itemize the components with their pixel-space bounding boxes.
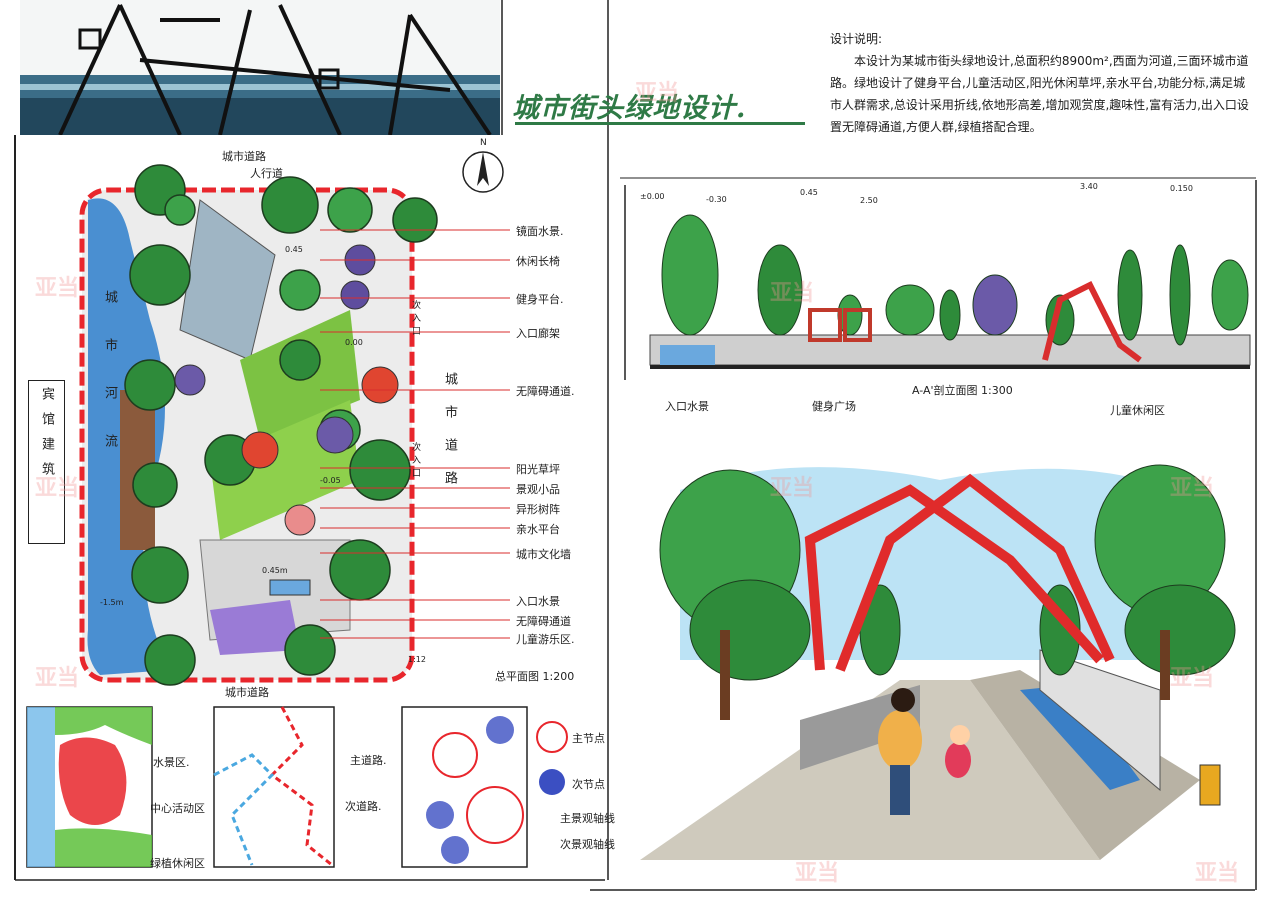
master-plan — [79, 164, 438, 686]
plan-river: 城市河流 — [102, 290, 117, 482]
level-mark: -0.05 — [320, 476, 341, 485]
callout-label: 城市文化墙 — [516, 548, 571, 561]
plan-caption: 总平面图 1:200 — [495, 670, 575, 683]
legend-road-label: 主道路. — [350, 754, 387, 767]
callout-label: 镜面水景. — [516, 225, 564, 238]
callout-label: 无障碍通道 — [516, 615, 571, 628]
section-label: 健身广场 — [812, 400, 856, 413]
callout-label: 亲水平台 — [516, 523, 560, 536]
design-description: 设计说明: 本设计为某城市街头绿地设计,总面积约8900m²,西面为河道,三面环… — [830, 28, 1250, 178]
level-mark: 0.45 — [285, 245, 303, 254]
circulation-analysis — [213, 706, 335, 868]
plan-top-road: 城市道路 — [222, 150, 266, 163]
callout-label: 休闲长椅 — [516, 255, 560, 268]
plan-top-walk: 人行道 — [250, 167, 283, 180]
section-caption: A-A'剖立面图 1:300 — [912, 384, 1013, 397]
north-arrow-icon — [462, 151, 504, 193]
legend-node-label: 主景观轴线 — [560, 812, 615, 825]
level-mark: 0.45m — [262, 566, 288, 575]
callout-label: 景观小品 — [516, 483, 560, 496]
elevation-mark: ±0.00 — [640, 192, 665, 201]
plan-entry-right: 次入口 — [412, 443, 422, 479]
main-node-icon — [536, 721, 568, 753]
level-mark: -1.5m — [100, 598, 124, 607]
callout-label: 儿童游乐区. — [516, 633, 575, 646]
elevation-mark: 3.40 — [1080, 182, 1098, 191]
plan-right-road: 城市道路 — [442, 372, 457, 504]
section-label: 儿童休闲区 — [1110, 404, 1165, 417]
callout-leaders — [320, 229, 510, 639]
elevation-mark: 0.45 — [800, 188, 818, 197]
description-body: 本设计为某城市街头绿地设计,总面积约8900m²,西面为河道,三面环城市道路。绿… — [830, 54, 1249, 134]
secondary-node-icon — [539, 769, 565, 795]
legend-road-label: 次道路. — [345, 800, 382, 813]
legend-node-label: 次景观轴线 — [560, 838, 615, 851]
description-heading: 设计说明: — [830, 32, 883, 46]
sketch-header-image — [20, 0, 500, 135]
plan-bottom-road: 城市道路 — [225, 686, 269, 699]
section-elevation — [624, 185, 1251, 380]
zoning-analysis — [26, 706, 153, 868]
elevation-mark: -0.30 — [706, 195, 727, 204]
nodes-analysis — [401, 706, 528, 868]
callout-label: 异形树阵 — [516, 503, 560, 516]
elevation-mark: 2.50 — [860, 196, 878, 205]
legend-node-label: 次节点 — [572, 778, 605, 791]
legend-zone-label: 中心活动区 — [150, 802, 205, 815]
page-title: 城市街头绿地设计. — [512, 93, 747, 124]
callout-label: 入口水景 — [516, 595, 560, 608]
level-mark: 1:12 — [408, 655, 426, 664]
perspective-rendering — [640, 430, 1240, 860]
section-label: 入口水景 — [665, 400, 709, 413]
legend-zone-label: 水景区. — [153, 756, 190, 769]
callout-label: 入口廊架 — [516, 327, 560, 340]
legend-node-label: 主节点 — [572, 732, 605, 745]
callout-label: 无障碍通道. — [516, 385, 575, 398]
callout-label: 阳光草坪 — [516, 463, 560, 476]
legend-zone-label: 绿植休闲区 — [150, 857, 205, 870]
north-label: N — [480, 138, 487, 148]
elevation-mark: 0.150 — [1170, 184, 1193, 193]
title-underline — [515, 122, 805, 125]
plan-left-building: 宾馆建筑 — [28, 380, 65, 544]
callout-label: 健身平台. — [516, 293, 564, 306]
level-mark: 0.00 — [345, 338, 363, 347]
